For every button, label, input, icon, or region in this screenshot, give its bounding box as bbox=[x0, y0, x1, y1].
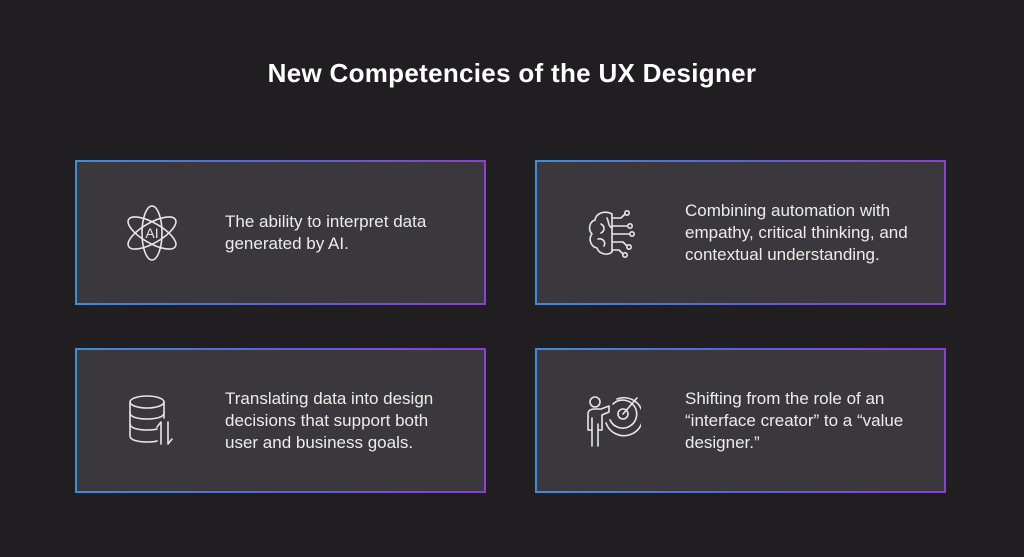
competency-card-data-decisions: Translating data into design decisions t… bbox=[75, 348, 486, 493]
card-text: Shifting from the role of an “interface … bbox=[685, 388, 904, 452]
competency-card-ai-data: AI The ability to interpret data generat… bbox=[75, 160, 486, 305]
database-transfer-icon bbox=[123, 392, 181, 450]
person-target-icon bbox=[583, 392, 644, 450]
competency-card-automation-empathy: Combining automation with empathy, criti… bbox=[535, 160, 946, 305]
ai-atom-icon: AI bbox=[123, 204, 181, 262]
svg-text:AI: AI bbox=[145, 225, 158, 241]
brain-circuit-icon bbox=[583, 204, 641, 262]
card-text: Combining automation with empathy, criti… bbox=[685, 200, 908, 264]
page-title: New Competencies of the UX Designer bbox=[267, 58, 757, 88]
competency-card-value-designer: Shifting from the role of an “interface … bbox=[535, 348, 946, 493]
card-text: The ability to interpret data generated … bbox=[225, 211, 427, 253]
card-text: Translating data into design decisions t… bbox=[225, 388, 434, 452]
